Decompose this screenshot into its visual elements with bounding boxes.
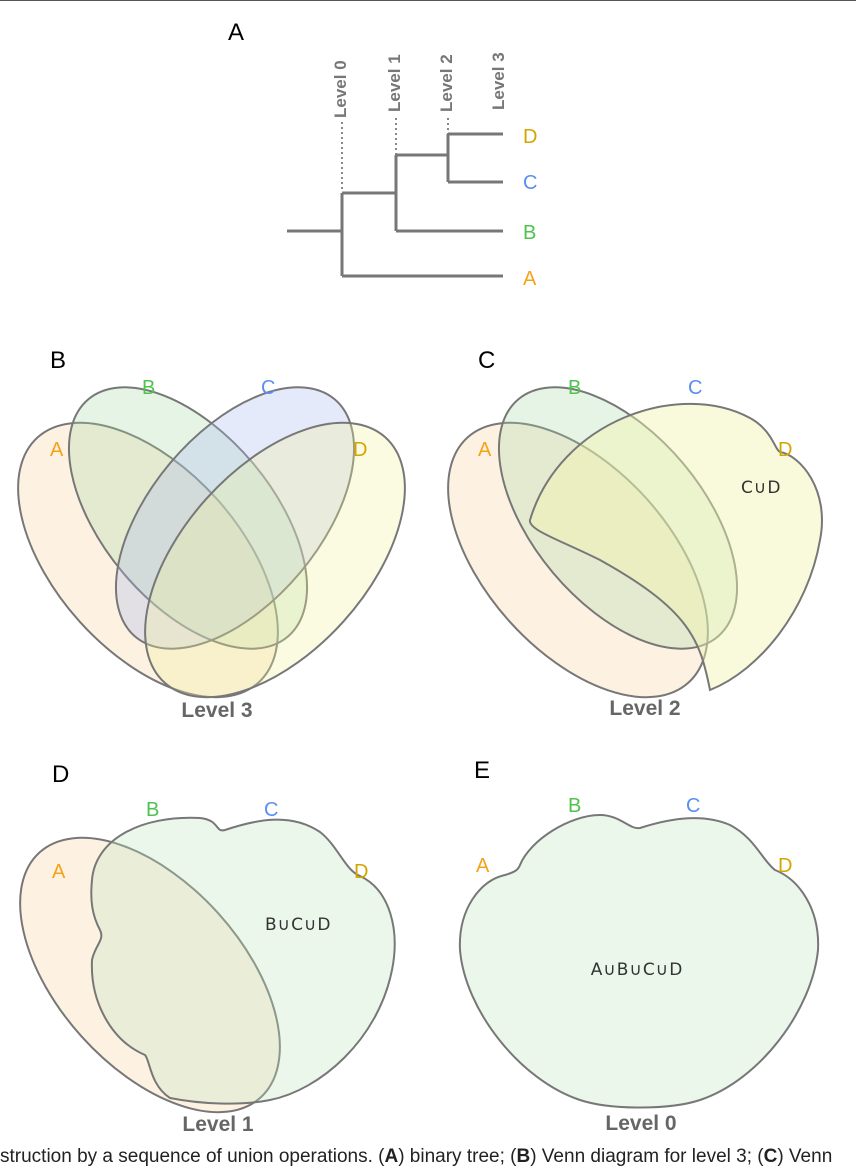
venn-c-label-b: B [568, 377, 581, 399]
set-b-ellipse [67, 386, 309, 650]
union-label-bcd: B∪C∪D [265, 915, 332, 935]
venn-e-label-a: A [476, 855, 490, 877]
set-c-ellipse [114, 386, 356, 650]
caption-ref-c: C [763, 1146, 778, 1167]
tree-level-2: Level 2 [437, 54, 456, 112]
tree-level-0: Level 0 [331, 60, 350, 118]
level-label-1: Level 1 [182, 1113, 254, 1136]
panel-letter-c: C [478, 347, 495, 374]
venn-e-label-c: C [686, 795, 700, 817]
union-label-cd: C∪D [741, 478, 781, 498]
panel-c-venn: C A B C D C∪D Level 2 [447, 347, 823, 720]
venn-b-label-d: D [353, 439, 367, 461]
union-cd-shape [529, 403, 823, 692]
set-a-ellipse [17, 421, 279, 699]
panel-d-venn: D A B C D B∪C∪D Level 1 [19, 761, 396, 1136]
panel-letter-a: A [228, 19, 244, 46]
venn-b-label-a: A [50, 439, 64, 461]
panel-e-shapes [458, 813, 820, 1109]
panel-letter-b: B [50, 347, 66, 374]
venn-c-label-a: A [478, 439, 492, 461]
panel-b-shapes [17, 386, 406, 699]
panel-b-venn: B A B C D Level 3 [17, 347, 406, 722]
panel-a-tree: A Level 0 Level 1 Level 2 Level 3 D C B [228, 19, 537, 290]
panel-e-venn: E A B C D A∪B∪C∪D Level 0 [458, 757, 820, 1135]
caption-text-1: struction by a sequence of union operati… [0, 1146, 385, 1167]
tree-level-3: Level 3 [489, 52, 508, 110]
venn-d-label-d: D [354, 861, 368, 883]
venn-c-label-c: C [688, 377, 702, 399]
venn-e-label-d: D [778, 855, 792, 877]
venn-d-label-c: C [264, 799, 278, 821]
venn-b-label-c: C [261, 377, 275, 399]
panel-letter-d: D [52, 761, 69, 788]
set-b-ellipse [497, 386, 739, 650]
venn-b-label-b: B [142, 377, 155, 399]
venn-d-label-a: A [52, 861, 66, 883]
figure-canvas: A Level 0 Level 1 Level 2 Level 3 D C B [17, 19, 823, 1136]
venn-c-label-d: D [778, 439, 792, 461]
panel-letter-e: E [474, 757, 490, 784]
tree-leaf-c: C [523, 172, 537, 194]
caption-text-2: ) binary tree; ( [398, 1146, 517, 1167]
set-a-ellipse [447, 421, 709, 699]
tree-leaf-a: A [523, 268, 537, 290]
tree-branches [287, 132, 503, 278]
union-label-abcd: A∪B∪C∪D [591, 960, 684, 980]
caption-text-4: ) Venn [777, 1146, 833, 1167]
top-border [0, 0, 856, 1]
level-label-0: Level 0 [605, 1112, 676, 1135]
panel-c-shapes [447, 386, 823, 699]
set-a-ellipse [19, 836, 281, 1114]
caption-text-3: ) Venn diagram for level 3; ( [530, 1146, 764, 1167]
union-bcd-shape [90, 816, 396, 1105]
panel-d-shapes [19, 816, 396, 1114]
tree-level-guides [341, 118, 449, 192]
tree-level-1: Level 1 [385, 54, 404, 112]
union-abcd-shape [458, 813, 820, 1109]
set-d-ellipse [144, 421, 406, 699]
tree-leaf-b: B [523, 222, 536, 244]
figure-caption: struction by a sequence of union operati… [0, 1146, 856, 1168]
level-label-3: Level 3 [181, 699, 252, 722]
level-label-2: Level 2 [609, 697, 680, 720]
venn-d-label-b: B [146, 799, 159, 821]
tree-leaf-d: D [523, 126, 537, 148]
caption-ref-b: B [516, 1146, 531, 1167]
venn-e-label-b: B [568, 795, 581, 817]
caption-ref-a: A [384, 1146, 399, 1167]
